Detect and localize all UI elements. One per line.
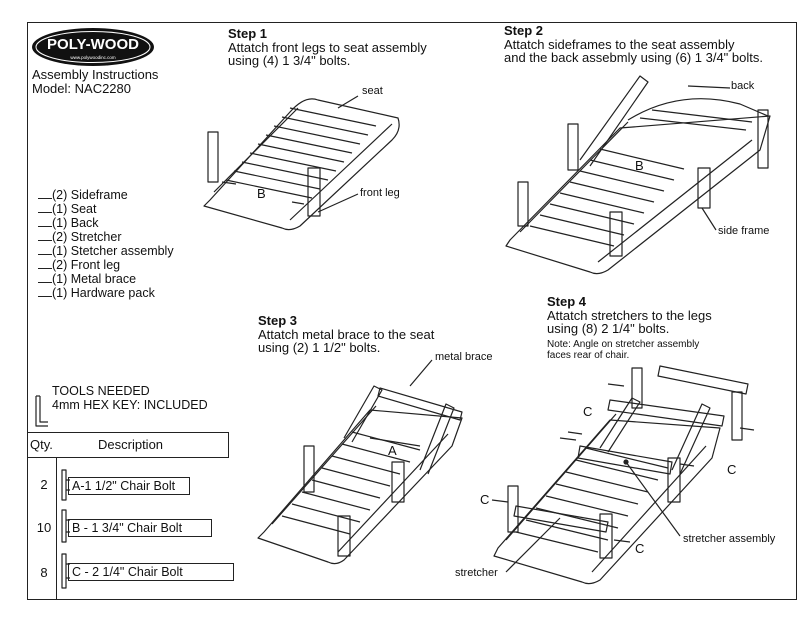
callout-stretcher-assembly: stretcher assembly — [683, 533, 776, 545]
list-item: (1) Back — [38, 216, 174, 230]
list-item: (1) Seat — [38, 202, 174, 216]
step-4-line1: Attatch stretchers to the legs — [547, 308, 712, 323]
table-header — [27, 432, 229, 458]
bolt-letter-b: B — [257, 186, 266, 201]
qty-header: Qty. — [30, 437, 53, 452]
step-3-line2: using (2) 1 1/2" bolts. — [258, 340, 381, 355]
step-1-line1: Attatch front legs to seat assembly — [228, 40, 427, 55]
list-item: (2) Stretcher — [38, 230, 174, 244]
step-2-line2: and the back assebmly using (6) 1 3/4" b… — [504, 50, 763, 65]
bolt-label: A-1 1/2" Chair Bolt — [68, 477, 190, 495]
table-row-qty: 10 — [36, 520, 52, 535]
step-4-title: Step 4 — [547, 294, 587, 309]
bolt-label: B - 1 3/4" Chair Bolt — [68, 519, 212, 537]
tools-item: 4mm HEX KEY: INCLUDED — [52, 398, 208, 412]
bolt-letter-c: C — [583, 404, 593, 419]
step-2-line1: Attatch sideframes to the seat assembly — [504, 37, 735, 52]
logo-text: POLY-WOOD — [47, 36, 139, 53]
parts-list: (2) Sideframe (1) Seat (1) Back (2) Stre… — [38, 188, 174, 300]
list-item: (1) Metal brace — [38, 272, 174, 286]
callout-seat: seat — [362, 85, 383, 97]
callout-front-leg: front leg — [360, 187, 400, 199]
step-4-note2: faces rear of chair. — [547, 350, 630, 361]
description-header: Description — [98, 437, 164, 452]
bolt-letter-b: B — [635, 158, 644, 173]
step-4-note1: Note: Angle on stretcher assembly — [547, 339, 700, 350]
page-frame — [27, 22, 797, 600]
callout-side-frame: side frame — [718, 225, 770, 237]
table-row-qty: 8 — [40, 565, 48, 580]
table-row-qty: 2 — [40, 477, 48, 492]
step-2-title: Step 2 — [504, 23, 544, 38]
bolt-letter-c: C — [727, 462, 737, 477]
callout-stretcher: stretcher — [455, 567, 498, 579]
page-title: Assembly Instructions — [32, 67, 159, 82]
step-4-line2: using (8) 2 1/4" bolts. — [547, 321, 670, 336]
bolt-label: C - 2 1/4" Chair Bolt — [68, 563, 234, 581]
step-3-title: Step 3 — [258, 313, 298, 328]
tools-title: TOOLS NEEDED — [52, 384, 150, 398]
bolt-letter-c: C — [635, 541, 645, 556]
list-item: (2) Sideframe — [38, 188, 174, 202]
bolt-letter-c: C — [480, 492, 490, 507]
list-item: (1) Hardware pack — [38, 286, 174, 300]
logo-subtext: www.polywoodinc.com — [70, 55, 116, 60]
step-3-line1: Attatch metal brace to the seat — [258, 327, 435, 342]
list-item: (2) Front leg — [38, 258, 174, 272]
list-item: (1) Stetcher assembly — [38, 244, 174, 258]
callout-back: back — [731, 80, 755, 92]
callout-metal-brace: metal brace — [435, 351, 493, 363]
polywood-logo: POLY-WOOD www.polywoodinc.com — [31, 27, 155, 67]
step-1-line2: using (4) 1 3/4" bolts. — [228, 53, 351, 68]
bolt-letter-a: A — [388, 443, 397, 458]
model-number: Model: NAC2280 — [32, 81, 131, 96]
table-divider — [56, 458, 57, 600]
step-1-title: Step 1 — [228, 26, 268, 41]
